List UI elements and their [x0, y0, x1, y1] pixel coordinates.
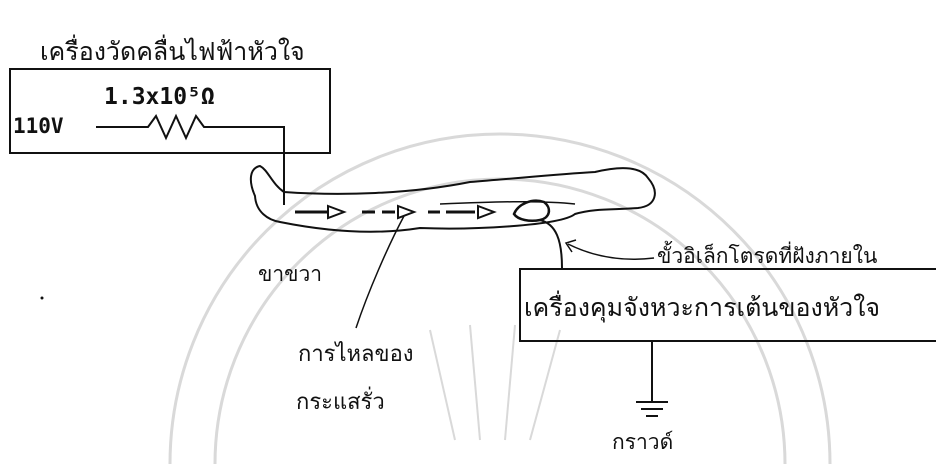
resistance-label: 1.3x10⁵Ω: [104, 84, 215, 110]
electrode-wire: [539, 219, 563, 269]
pacemaker-box: [519, 268, 936, 342]
resistor-symbol: [96, 113, 285, 205]
internal-electrode-label: ขั้วอิเล็กโตรดที่ฝังภายใน: [657, 244, 878, 268]
ground-label: กราวด์: [612, 430, 674, 454]
body-outline: [249, 164, 656, 233]
current-flow-label-line2: กระแสรั่ว: [296, 390, 385, 415]
heart-shape: [512, 199, 551, 222]
stray-dot: [40, 296, 44, 300]
electrode-pointer-line: [567, 243, 655, 260]
current-flow-arrows: [295, 204, 497, 220]
right-leg-label: ขาขวา: [258, 262, 323, 286]
arm-line: [439, 200, 576, 205]
ecg-machine-title: เครื่องวัดคลื่นไฟฟ้าหัวใจ: [40, 37, 305, 66]
ecg-machine-box: [9, 68, 331, 154]
voltage-label: 110V: [13, 114, 64, 138]
electrode-pointer-head: [564, 239, 577, 253]
watermark-seal: [168, 132, 832, 464]
ground-symbol: [636, 401, 668, 417]
flow-pointer-line: [355, 215, 405, 329]
current-flow-label-line1: การไหลของ: [298, 342, 414, 367]
pacemaker-label: เครื่องคุมจังหวะการเต้นของหัวใจ: [524, 293, 881, 322]
